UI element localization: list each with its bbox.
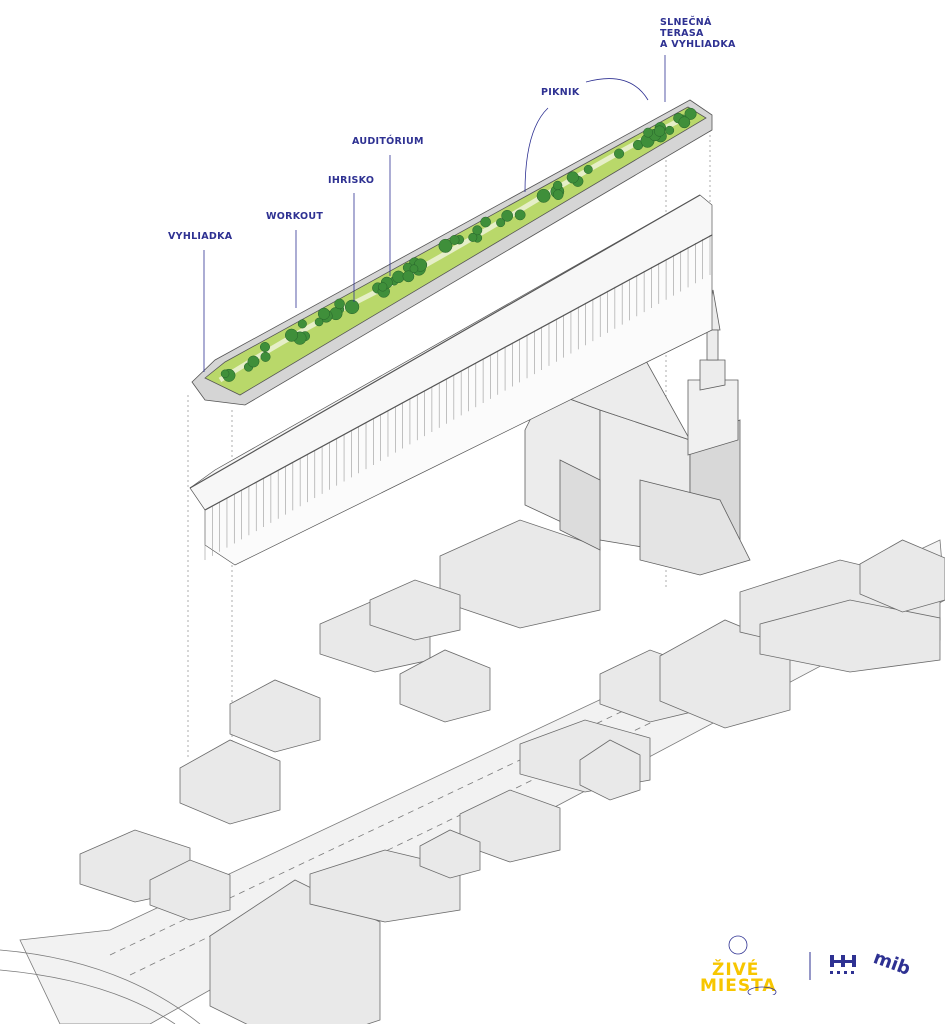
tree bbox=[653, 125, 666, 137]
tree bbox=[378, 282, 388, 292]
tree bbox=[583, 164, 593, 174]
illustration-icons bbox=[728, 935, 777, 995]
hlavne-mesto-logo bbox=[830, 955, 856, 974]
tree bbox=[514, 209, 526, 221]
label-piknik: PIKNIK bbox=[541, 87, 580, 98]
tree bbox=[501, 209, 514, 222]
tree bbox=[247, 355, 260, 368]
label-vyhliadka: VYHLIADKA bbox=[168, 231, 233, 242]
tree bbox=[496, 218, 506, 228]
leader-lines bbox=[203, 55, 666, 372]
tree bbox=[536, 188, 551, 203]
tree bbox=[409, 264, 419, 274]
cathedral bbox=[524, 289, 751, 576]
tree bbox=[220, 369, 230, 379]
tree bbox=[552, 189, 564, 200]
building bbox=[579, 739, 641, 801]
label-slnecna-terasa: SLNEČNÁ TERASA A VYHLIADKA bbox=[660, 17, 736, 50]
building bbox=[659, 619, 791, 729]
tree bbox=[665, 125, 675, 135]
building bbox=[419, 829, 481, 879]
tree bbox=[284, 328, 299, 342]
tree bbox=[344, 299, 360, 315]
building bbox=[369, 579, 461, 641]
tree bbox=[260, 351, 271, 362]
tree bbox=[297, 319, 307, 329]
label-workout: WORKOUT bbox=[266, 211, 324, 222]
tree bbox=[402, 270, 415, 283]
tree bbox=[468, 232, 478, 242]
building bbox=[859, 539, 945, 613]
tree bbox=[334, 298, 345, 310]
building bbox=[399, 649, 491, 723]
colonnade-structure bbox=[189, 194, 713, 566]
tree bbox=[643, 127, 654, 138]
tree bbox=[472, 225, 483, 236]
building bbox=[179, 739, 281, 825]
label-terasa-line2: TERASA bbox=[660, 28, 704, 39]
building bbox=[229, 679, 321, 753]
trees bbox=[220, 107, 697, 382]
logo-line2: MIESTA bbox=[700, 976, 777, 996]
tree bbox=[614, 148, 625, 159]
tree bbox=[566, 171, 579, 184]
building bbox=[209, 879, 381, 1024]
tree bbox=[449, 235, 460, 245]
building bbox=[149, 859, 231, 921]
label-auditorium: AUDITÓRIUM bbox=[352, 136, 424, 147]
tree bbox=[317, 307, 330, 320]
tree bbox=[684, 107, 697, 120]
logo-line1: ŽIVÉ bbox=[712, 960, 760, 980]
city-buildings bbox=[79, 519, 945, 1024]
label-ihrisko: IHRISKO bbox=[328, 175, 375, 186]
tree bbox=[480, 216, 491, 228]
building bbox=[309, 849, 461, 923]
label-terasa-line3: A VYHLIADKA bbox=[660, 39, 736, 50]
tree bbox=[553, 180, 563, 191]
building bbox=[759, 599, 941, 673]
tree bbox=[678, 116, 691, 129]
tree bbox=[438, 238, 453, 253]
tree bbox=[314, 317, 324, 327]
tree bbox=[259, 342, 270, 353]
label-terasa-line1: SLNEČNÁ bbox=[660, 17, 712, 28]
